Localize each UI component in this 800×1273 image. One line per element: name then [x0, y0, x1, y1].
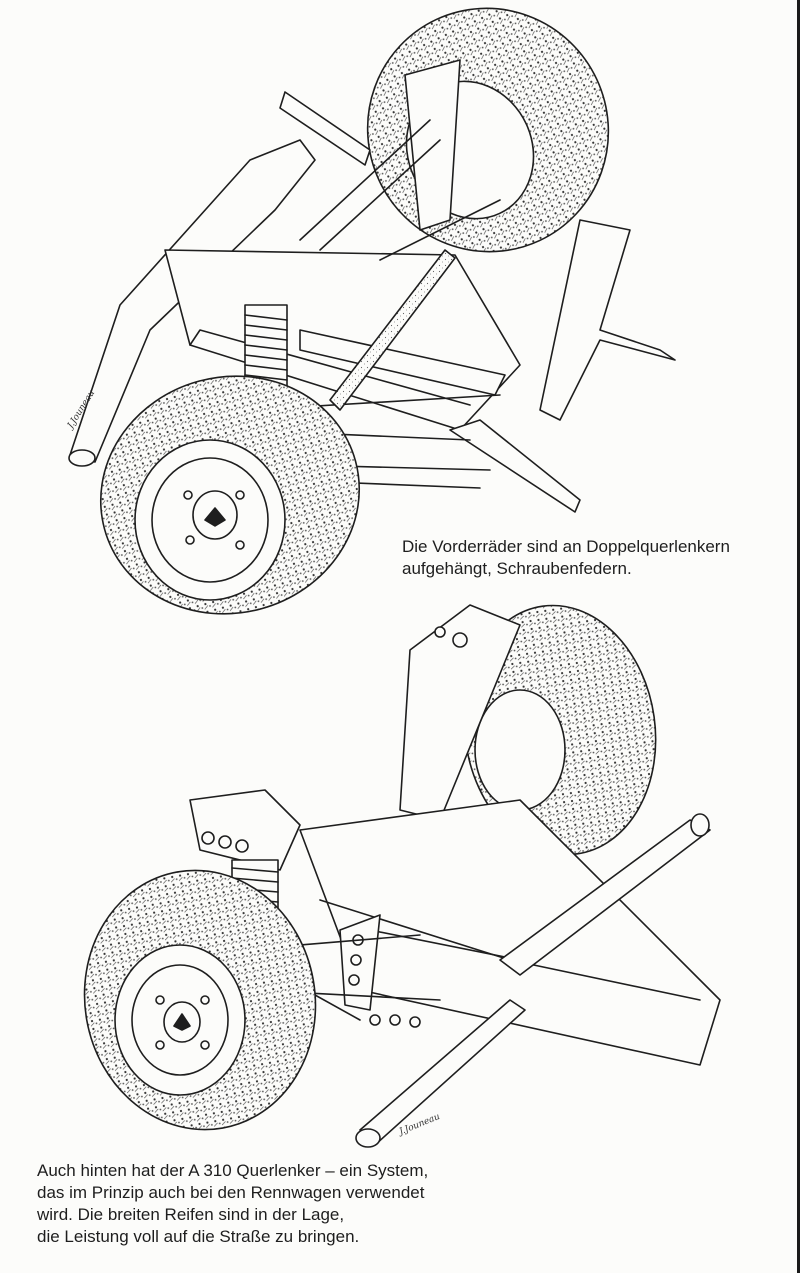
- caption-front-suspension: Die Vorderräder sind an Doppelquerlenker…: [402, 536, 730, 580]
- caption-line: die Leistung voll auf die Straße zu brin…: [37, 1227, 360, 1246]
- caption-rear-suspension: Auch hinten hat der A 310 Querlenker – e…: [37, 1160, 428, 1248]
- front-suspension-illustration: [68, 7, 676, 615]
- cross-tube: [359, 999, 526, 1146]
- caption-line: Auch hinten hat der A 310 Querlenker – e…: [37, 1161, 429, 1180]
- rear-upright: [399, 604, 521, 821]
- caption-line: das im Prinzip auch bei den Rennwagen ve…: [37, 1183, 425, 1202]
- rear-suspension-illustration: [83, 604, 721, 1148]
- caption-line: aufgehängt, Schraubenfedern.: [402, 559, 632, 578]
- alpine-logo-icon: [204, 507, 226, 527]
- caption-line: Die Vorderräder sind an Doppelquerlenker…: [402, 537, 730, 556]
- alpine-logo-icon: [173, 1013, 191, 1031]
- tube-frame-left: [69, 139, 316, 463]
- caption-line: wird. Die breiten Reifen sind in der Lag…: [37, 1205, 345, 1224]
- front-upright: [404, 59, 461, 231]
